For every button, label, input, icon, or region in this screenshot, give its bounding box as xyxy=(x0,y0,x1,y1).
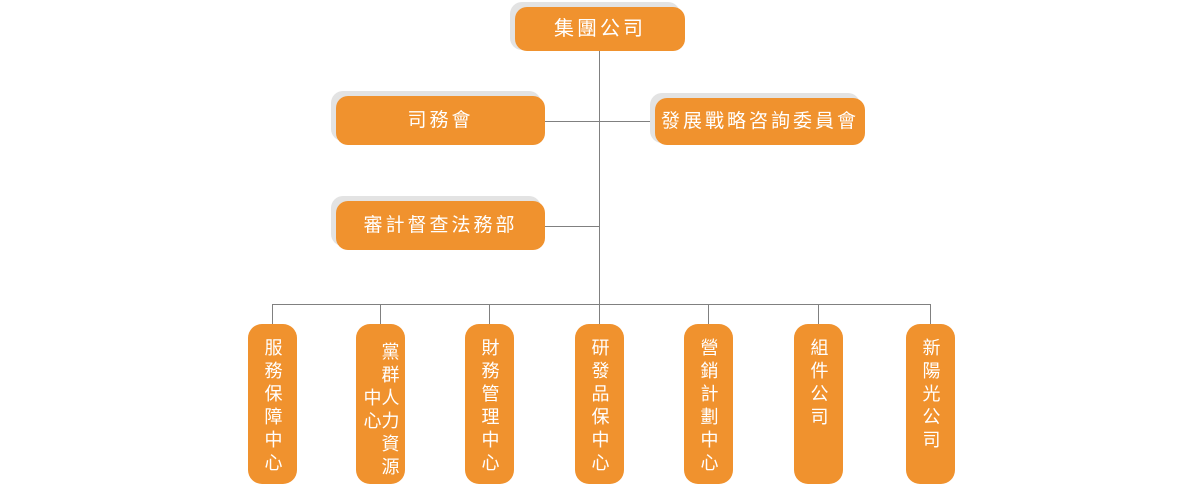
node-label-audit-legal-department: 審計督查法務部 xyxy=(363,214,518,236)
node-strategy-advisory-committee[interactable]: 發展戰略咨詢委員會 xyxy=(655,98,865,145)
node-label-party-hr-center: 黨群人力資源中心 xyxy=(361,342,400,480)
node-marketing-planning-center[interactable]: 營銷計劃中心 xyxy=(684,324,733,484)
connector-trunk-vertical xyxy=(599,50,600,304)
node-label-service-support-center: 服務保障中心 xyxy=(262,338,283,476)
node-label-office-committee: 司務會 xyxy=(407,109,474,131)
node-finance-management-center[interactable]: 財務管理中心 xyxy=(465,324,514,484)
node-label-strategy-advisory-committee: 發展戰略咨詢委員會 xyxy=(660,110,859,132)
connector-drop-7 xyxy=(930,304,931,325)
node-label-xinyangguang-company: 新陽光公司 xyxy=(920,338,941,453)
connector-drop-5 xyxy=(708,304,709,325)
node-party-hr-center[interactable]: 黨群人力資源中心 xyxy=(356,324,405,484)
node-xinyangguang-company[interactable]: 新陽光公司 xyxy=(906,324,955,484)
node-service-support-center[interactable]: 服務保障中心 xyxy=(248,324,297,484)
node-label-module-company: 組件公司 xyxy=(808,338,829,430)
node-rnd-quality-center[interactable]: 研發品保中心 xyxy=(575,324,624,484)
connector-drop-1 xyxy=(272,304,273,325)
connector-audit-department xyxy=(545,226,599,227)
connector-office-committee xyxy=(545,121,599,122)
node-office-committee[interactable]: 司務會 xyxy=(336,96,545,145)
connector-drop-6 xyxy=(818,304,819,325)
connector-drop-3 xyxy=(489,304,490,325)
connector-drop-4 xyxy=(599,304,600,325)
node-group-company[interactable]: 集團公司 xyxy=(515,7,685,51)
connector-drop-2 xyxy=(380,304,381,325)
node-label-group-company: 集團公司 xyxy=(554,17,646,40)
connector-strategy-advisory xyxy=(599,121,655,122)
connector-division-bus xyxy=(272,304,931,305)
node-label-marketing-planning-center: 營銷計劃中心 xyxy=(698,338,719,476)
node-label-finance-management-center: 財務管理中心 xyxy=(479,338,500,476)
node-label-rnd-quality-center: 研發品保中心 xyxy=(589,338,610,476)
node-module-company[interactable]: 組件公司 xyxy=(794,324,843,484)
node-audit-legal-department[interactable]: 審計督查法務部 xyxy=(336,201,545,250)
